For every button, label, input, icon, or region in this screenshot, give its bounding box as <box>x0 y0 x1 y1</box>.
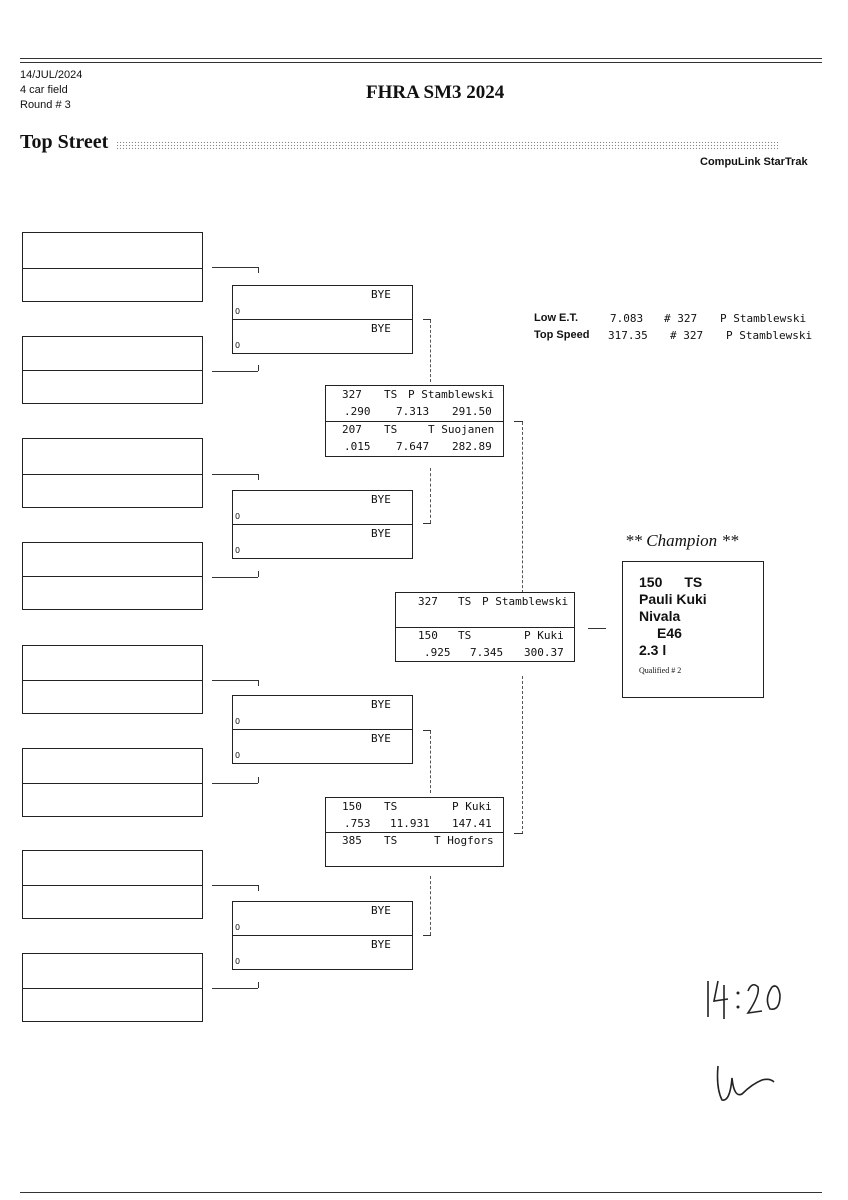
champion-box: 150 TS Pauli Kuki Nivala E46 2.3 l Qualif… <box>622 561 764 698</box>
driver-name: T Suojanen <box>428 423 495 436</box>
champion-town: Nivala <box>639 608 681 624</box>
handwritten-initials <box>716 1065 775 1101</box>
semi-box-1: 327 TS P Stamblewski .290 7.313 291.50 2… <box>325 385 504 457</box>
speed: 282.89 <box>452 440 492 453</box>
low-et-label: Low E.T. <box>534 312 578 324</box>
car-class: TS <box>384 800 398 813</box>
driver-name: P Kuki <box>452 800 492 813</box>
reaction-time: .753 <box>344 817 371 830</box>
car-class: TS <box>458 629 472 642</box>
car-class: TS <box>384 834 398 847</box>
handwritten-time <box>707 980 781 1019</box>
round-text: Round # 3 <box>20 99 71 111</box>
field-text: 4 car field <box>20 84 68 96</box>
reaction-time: .015 <box>344 440 371 453</box>
elapsed-time: 7.313 <box>396 405 430 418</box>
bye-label: BYE <box>371 288 391 301</box>
top-rule-2 <box>20 62 822 63</box>
driver-name: P Kuki <box>524 629 564 642</box>
brand-text: CompuLink StarTrak <box>700 156 808 168</box>
bye-label: BYE <box>371 732 391 745</box>
bye-label: BYE <box>371 698 391 711</box>
car-class: TS <box>384 388 398 401</box>
champion-car-class: TS <box>684 574 703 590</box>
bye-label: BYE <box>371 322 391 335</box>
bye-box: BYE 0 BYE 0 <box>232 490 413 559</box>
zero-label: 0 <box>235 923 241 932</box>
reaction-time: .290 <box>344 405 371 418</box>
top-speed-car: # 327 <box>670 329 704 342</box>
qual-box <box>22 336 203 404</box>
champion-car-number: 150 <box>639 574 663 590</box>
zero-label: 0 <box>235 341 241 350</box>
bye-box: BYE 0 BYE 0 <box>232 695 413 764</box>
champion-driver: Pauli Kuki <box>639 591 707 607</box>
zero-label: 0 <box>235 546 241 555</box>
bye-label: BYE <box>371 527 391 540</box>
car-number: 385 <box>342 834 362 847</box>
speed: 300.37 <box>524 646 564 659</box>
class-title: Top Street <box>20 131 109 153</box>
zero-label: 0 <box>235 751 241 760</box>
event-title: FHRA SM3 2024 <box>366 82 505 103</box>
elapsed-time: 7.345 <box>470 646 504 659</box>
qual-box <box>22 542 203 610</box>
final-box: 327 TS P Stamblewski 150 TS P Kuki .925 … <box>395 592 575 662</box>
bye-label: BYE <box>371 904 391 917</box>
qual-box <box>22 748 203 817</box>
car-class: TS <box>458 595 472 608</box>
car-number: 327 <box>418 595 438 608</box>
car-number: 150 <box>418 629 438 642</box>
zero-label: 0 <box>235 512 241 521</box>
zero-label: 0 <box>235 957 241 966</box>
header-info: 14/JUL/2024 4 car field Round # 3 <box>20 68 82 113</box>
top-speed-driver: P Stamblewski <box>726 329 813 342</box>
bye-label: BYE <box>371 938 391 951</box>
reaction-time: .925 <box>424 646 451 659</box>
champion-qualified: Qualified # 2 <box>639 666 682 675</box>
elapsed-time: 7.647 <box>396 440 430 453</box>
bye-box: BYE 0 BYE 0 <box>232 901 413 970</box>
car-number: 327 <box>342 388 362 401</box>
driver-name: P Stamblewski <box>408 388 495 401</box>
driver-name: P Stamblewski <box>482 595 569 608</box>
speed: 147.41 <box>452 817 492 830</box>
low-et-value: 7.083 <box>610 312 644 325</box>
dotted-leader <box>116 141 780 151</box>
qual-box <box>22 645 203 714</box>
top-speed-value: 317.35 <box>608 329 648 342</box>
driver-name: T Hogfors <box>434 834 494 847</box>
bottom-rule <box>20 1192 822 1193</box>
car-number: 150 <box>342 800 362 813</box>
qual-box <box>22 953 203 1022</box>
top-rule <box>20 58 822 59</box>
qual-box <box>22 232 203 302</box>
qual-box <box>22 850 203 919</box>
semi-box-2: 150 TS P Kuki .753 11.931 147.41 385 TS … <box>325 797 504 867</box>
top-speed-label: Top Speed <box>534 329 590 341</box>
qual-box <box>22 438 203 508</box>
champion-title: ** Champion ** <box>625 531 739 550</box>
low-et-driver: P Stamblewski <box>720 312 807 325</box>
speed: 291.50 <box>452 405 492 418</box>
car-number: 207 <box>342 423 362 436</box>
zero-label: 0 <box>235 307 241 316</box>
low-et-car: # 327 <box>664 312 698 325</box>
elapsed-time: 11.931 <box>390 817 430 830</box>
date-text: 14/JUL/2024 <box>20 69 83 81</box>
bye-box: BYE 0 BYE 0 <box>232 285 413 354</box>
zero-label: 0 <box>235 717 241 726</box>
car-class: TS <box>384 423 398 436</box>
bye-label: BYE <box>371 493 391 506</box>
champion-car: E46 <box>657 625 682 641</box>
champion-engine: 2.3 l <box>639 642 667 658</box>
